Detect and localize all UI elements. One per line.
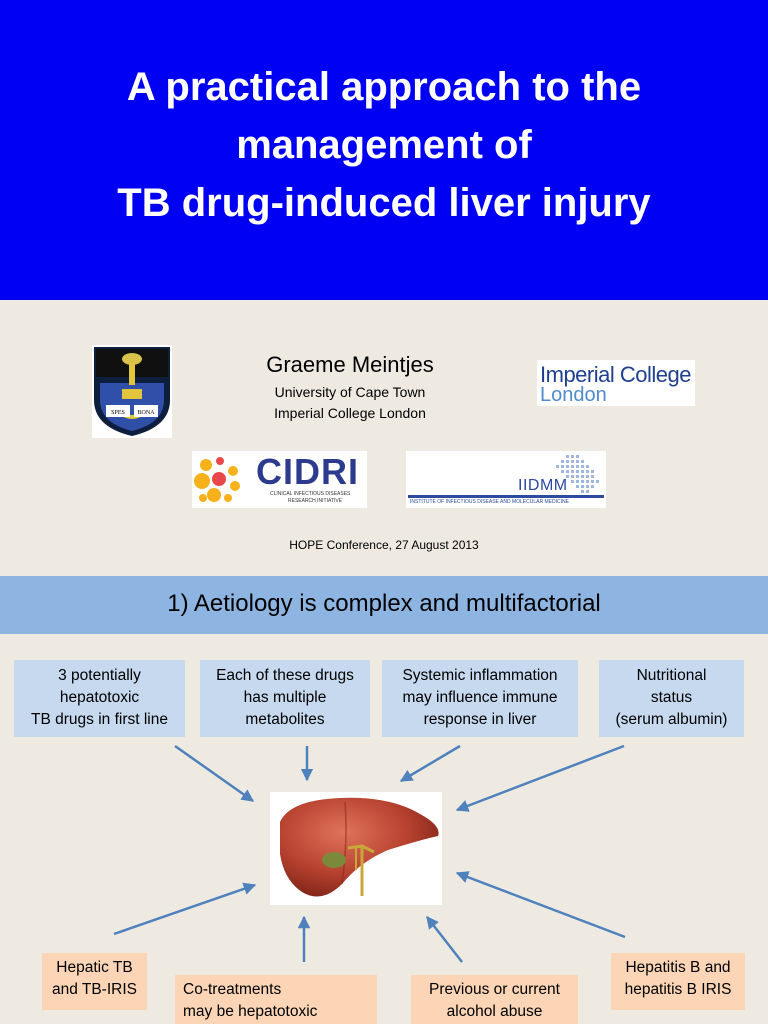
- section-band: [0, 576, 768, 634]
- factor-box-line: Co-treatments: [183, 981, 282, 998]
- svg-text:BONA: BONA: [137, 410, 155, 416]
- uct-crest-logo: SPES BONA: [92, 345, 172, 438]
- affiliation-imperial: Imperial College London: [274, 405, 426, 421]
- factor-box-line: Systemic inflammation: [402, 667, 558, 684]
- iidmm-logo-name: IIDMM: [518, 477, 568, 494]
- factor-box-line: status: [650, 689, 693, 706]
- presenter-block: Graeme Meintjes University of Cape Town …: [230, 352, 470, 424]
- title-band: [0, 0, 768, 300]
- conference-line: HOPE Conference, 27 August 2013: [289, 538, 479, 552]
- affiliation-uct: University of Cape Town: [274, 384, 426, 400]
- factor-box-line: Previous or current: [429, 981, 560, 998]
- section-title: 1) Aetiology is complex and multifactori…: [167, 590, 601, 617]
- cidri-logo-sub-2: RESEARCH INITIATIVE: [288, 498, 343, 504]
- cidri-logo-name: CIDRI: [256, 451, 359, 492]
- factor-box-metabolites: Each of these drugs has multiple metabol…: [200, 660, 370, 737]
- factor-box-co-treatments: Co-treatments may be hepatotoxic: [175, 975, 377, 1024]
- iidmm-logo: IIDMM INSTITUTE OF INFECTIOUS DISEASE AN…: [406, 451, 606, 508]
- factor-box-systemic-inflammation: Systemic inflammation may influence immu…: [382, 660, 578, 737]
- imperial-logo-line-1: Imperial College: [540, 362, 691, 387]
- presenter-name: Graeme Meintjes: [266, 352, 434, 377]
- arrow-hepatitis-b: [455, 871, 626, 939]
- factor-box-line: hepatotoxic: [59, 689, 140, 706]
- slide-title: A practical approach to the management o…: [0, 58, 768, 232]
- arrow-nutritional-status: [455, 744, 625, 812]
- factor-box-line: TB drugs in first line: [31, 711, 168, 728]
- factor-box-line: Nutritional: [636, 667, 707, 684]
- factor-box-line: and TB-IRIS: [51, 981, 137, 998]
- factor-box-line: has multiple: [243, 689, 327, 706]
- factor-box-line: Each of these drugs: [216, 667, 354, 684]
- arrow-tb-drugs: [174, 744, 255, 803]
- factor-box-line: may be hepatotoxic: [183, 1003, 318, 1020]
- factor-box-line: may influence immune: [402, 689, 558, 706]
- factor-box-line: (serum albumin): [615, 711, 728, 728]
- factor-box-line: 3 potentially: [58, 667, 141, 684]
- cidri-logo-sub-1: CLINICAL INFECTIOUS DISEASES: [270, 491, 351, 497]
- cidri-logo: CIDRI CLINICAL INFECTIOUS DISEASES RESEA…: [192, 451, 367, 508]
- factor-box-line: alcohol abuse: [446, 1003, 543, 1020]
- factor-box-nutritional-status: Nutritional status (serum albumin): [599, 660, 744, 737]
- arrow-hepatic-tb: [113, 882, 257, 936]
- imperial-college-logo: Imperial College London: [537, 360, 695, 406]
- factor-box-line: hepatitis B IRIS: [624, 981, 732, 998]
- title-line-2: management of: [236, 123, 532, 167]
- factor-box-line: response in liver: [423, 711, 537, 728]
- title-line-3: TB drug-induced liver injury: [117, 181, 651, 225]
- arrow-systemic-inflammation: [399, 744, 461, 783]
- iidmm-logo-sub: INSTITUTE OF INFECTIOUS DISEASE AND MOLE…: [410, 499, 569, 505]
- imperial-logo-line-2: London: [540, 384, 607, 406]
- factor-box-line: Hepatic TB: [56, 959, 133, 976]
- arrow-alcohol: [426, 916, 463, 963]
- factor-box-alcohol: Previous or current alcohol abuse: [411, 975, 578, 1024]
- title-line-1: A practical approach to the: [126, 65, 642, 109]
- svg-text:SPES: SPES: [111, 410, 125, 416]
- factor-box-line: Hepatitis B and: [625, 959, 731, 976]
- factor-box-tb-drugs: 3 potentially hepatotoxic TB drugs in fi…: [14, 660, 185, 737]
- factor-box-hepatitis-b: Hepatitis B and hepatitis B IRIS: [611, 953, 745, 1010]
- liver-illustration: [270, 792, 442, 905]
- factor-box-line: metabolites: [245, 711, 325, 728]
- factor-box-hepatic-tb: Hepatic TB and TB-IRIS: [42, 953, 147, 1010]
